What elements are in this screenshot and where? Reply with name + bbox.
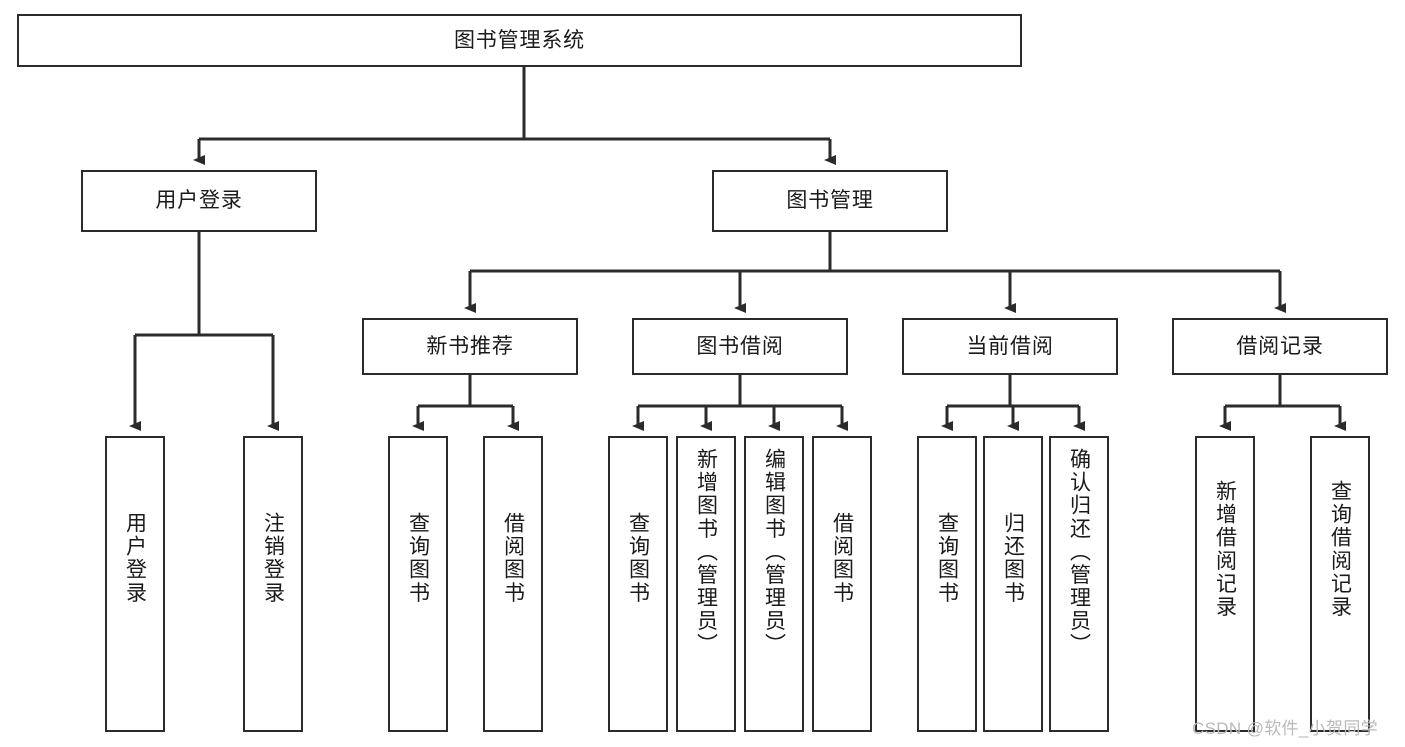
node-new-book-recommend[interactable]: 新书推荐: [362, 318, 578, 375]
node-label: 图书管理: [786, 189, 874, 213]
node-label: 查询借阅记录: [1328, 480, 1352, 619]
node-leaf-confirm-return[interactable]: 确认归还（管理员）: [1049, 436, 1109, 732]
node-label: 新增图书（管理员）: [694, 448, 718, 656]
node-leaf-query-record[interactable]: 查询借阅记录: [1310, 436, 1370, 732]
node-leaf-add-book[interactable]: 新增图书（管理员）: [676, 436, 736, 732]
node-current-borrow[interactable]: 当前借阅: [902, 318, 1118, 375]
node-leaf-borrow-book-1[interactable]: 借阅图书: [483, 436, 543, 732]
node-label: 借阅图书: [830, 512, 854, 605]
node-leaf-borrow-book-2[interactable]: 借阅图书: [812, 436, 872, 732]
node-label: 图书管理系统: [453, 28, 586, 52]
node-book-management[interactable]: 图书管理: [712, 170, 948, 232]
node-label: 确认归还（管理员）: [1067, 448, 1091, 656]
node-leaf-add-record[interactable]: 新增借阅记录: [1195, 436, 1255, 732]
node-label: 当前借阅: [966, 334, 1054, 358]
node-label: 借阅记录: [1236, 334, 1324, 358]
node-leaf-logout-login[interactable]: 注销登录: [243, 436, 303, 732]
node-label: 用户登录: [155, 189, 243, 213]
node-label: 查询图书: [626, 512, 650, 605]
node-leaf-query-book-1[interactable]: 查询图书: [388, 436, 448, 732]
node-leaf-edit-book[interactable]: 编辑图书（管理员）: [744, 436, 804, 732]
node-book-borrow[interactable]: 图书借阅: [632, 318, 848, 375]
node-leaf-user-login[interactable]: 用户登录: [105, 436, 165, 732]
node-label: 新书推荐: [426, 334, 514, 358]
node-label: 用户登录: [123, 512, 147, 605]
node-root-system[interactable]: 图书管理系统: [17, 14, 1022, 67]
node-label: 新增借阅记录: [1213, 480, 1237, 619]
node-label: 注销登录: [261, 512, 285, 605]
node-label: 图书借阅: [696, 334, 784, 358]
node-label: 查询图书: [406, 512, 430, 605]
node-label: 编辑图书（管理员）: [762, 448, 786, 656]
node-user-login[interactable]: 用户登录: [81, 170, 317, 232]
node-leaf-return-book[interactable]: 归还图书: [983, 436, 1043, 732]
node-borrow-record[interactable]: 借阅记录: [1172, 318, 1388, 375]
node-leaf-query-book-2[interactable]: 查询图书: [608, 436, 668, 732]
node-label: 查询图书: [935, 512, 959, 605]
node-label: 借阅图书: [501, 512, 525, 605]
node-label: 归还图书: [1001, 512, 1025, 605]
node-leaf-query-book-3[interactable]: 查询图书: [917, 436, 977, 732]
